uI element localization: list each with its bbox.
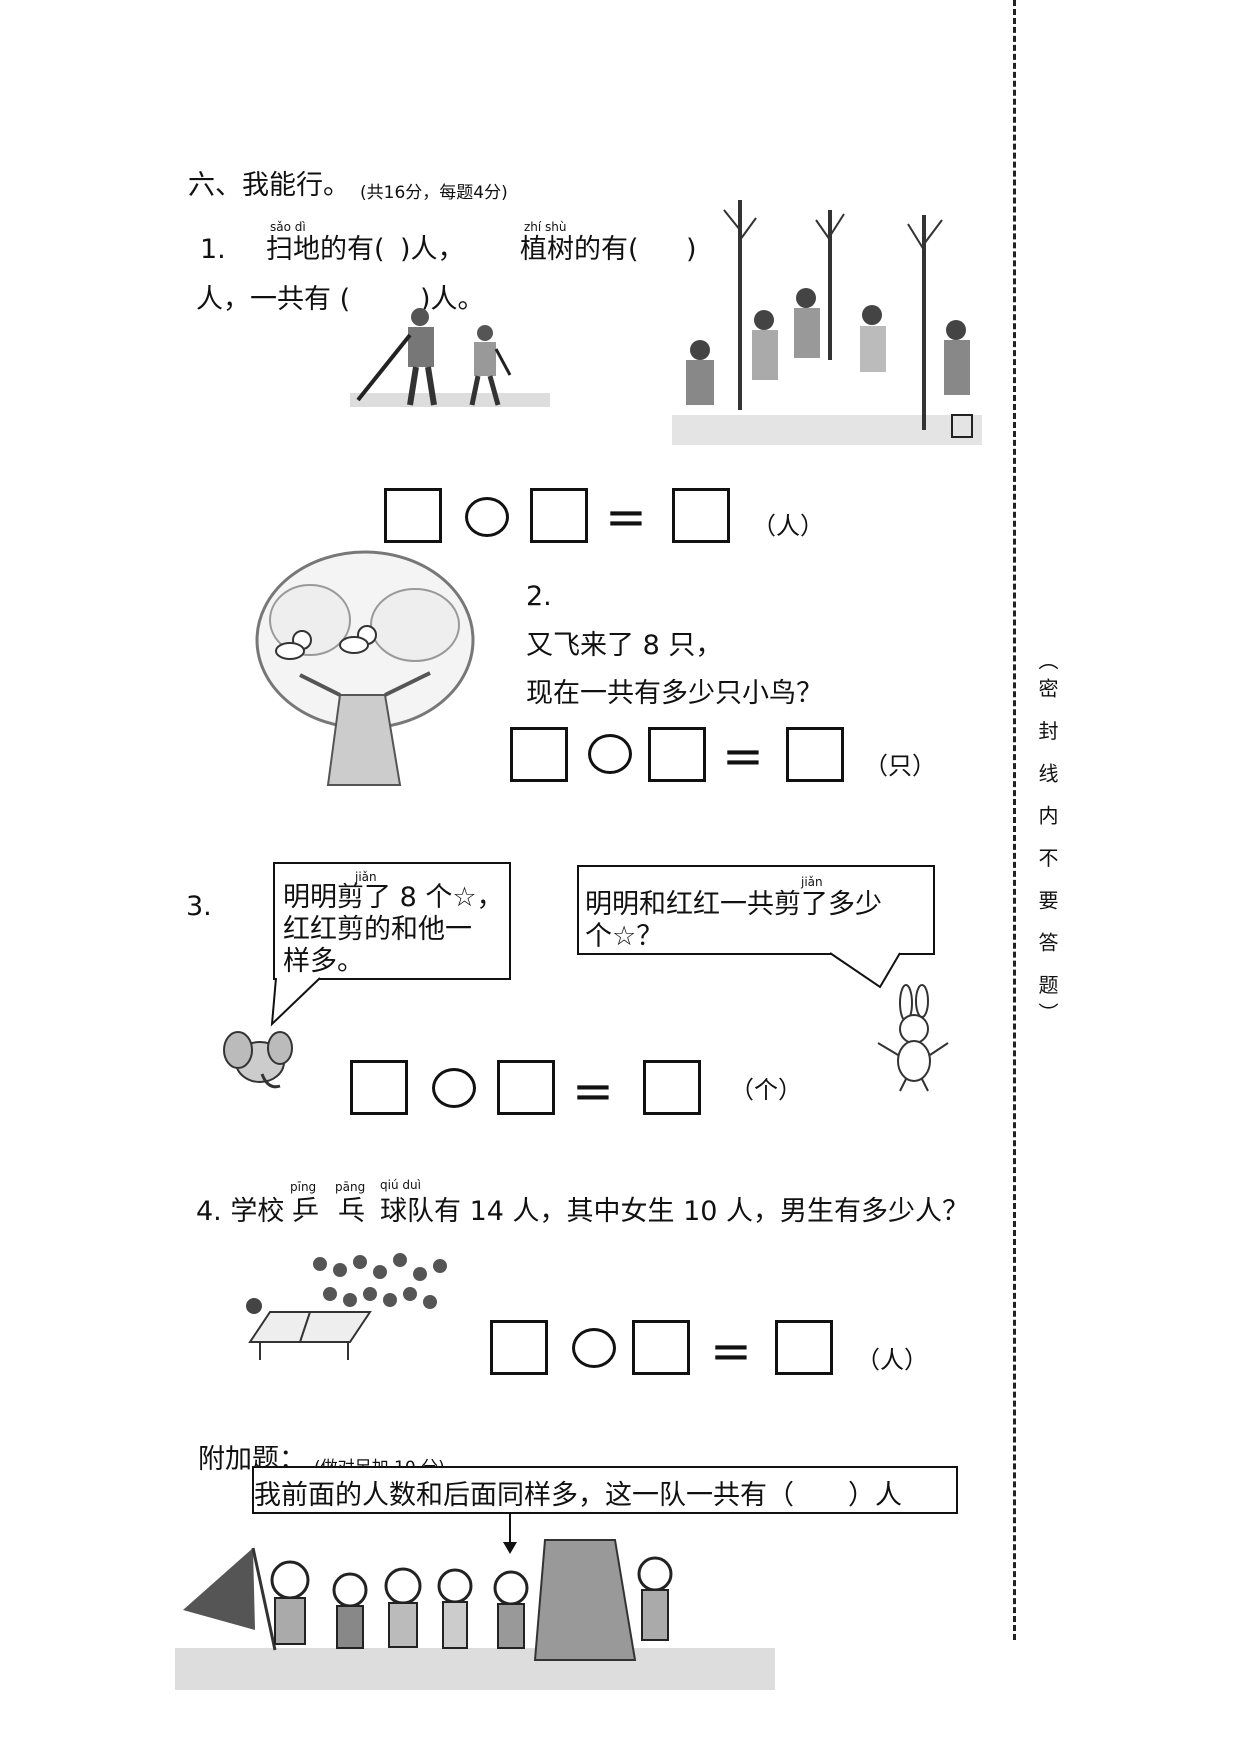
q1-answer-box-result[interactable] [672,488,730,543]
q1-text-d: ) [686,234,697,265]
q1-answer-box-2[interactable] [530,488,588,543]
q3-bubble-right-line1: 明明和红红一共剪了多少 [585,889,882,920]
q2-number: 2. [526,581,552,612]
q3-bubble-right-tail [829,952,901,989]
bonus-sentence: 我前面的人数和后面同样多，这一队一共有（ ）人 [254,1480,902,1511]
q3-bubble-left-line2: 红红剪的和他一 [283,914,472,945]
q3-bubble-right-line2: 个☆？ [585,921,664,952]
q2-line2: 现在一共有多少只小鸟？ [526,678,823,709]
q1-equals-sign: = [605,488,647,546]
q4-pinyin-pang: pāng [335,1180,366,1194]
q4-suffix: 球队有 14 人，其中女生 10 人，男生有多少人？ [380,1196,970,1227]
q2-equals-sign: = [722,727,764,785]
q2-answer-box-2[interactable] [648,727,706,782]
bonus-sentence-box: 我前面的人数和后面同样多，这一队一共有（ ）人 [252,1466,958,1514]
q2-unit: （只） [864,752,936,780]
tree-planting-illustration [672,200,982,445]
q4-answer-box-2[interactable] [632,1320,690,1375]
q4-pinyin-ping: pīng [290,1180,317,1194]
q2-answer-box-result[interactable] [786,727,844,782]
q1-text-b: )人， [400,234,465,265]
q1-line2: 人，一共有 ( [196,284,351,315]
q3-speech-bubble-left: jiǎn 明明剪了 8 个☆， 红红剪的和他一 样多。 [273,862,511,980]
section-score-note: (共16分，每题4分) [360,183,508,203]
q2-line1: 又飞来了 8 只， [526,630,723,661]
q1-pinyin-zhishu: zhí shù [524,220,567,234]
q1-pinyin-saodi: sǎo dì [270,220,306,234]
q3-answer-box-1[interactable] [350,1060,408,1115]
q4-unit: （人） [856,1346,928,1374]
q3-unit: （个） [730,1076,802,1104]
bonus-arrow [503,1514,517,1554]
q4-equals-sign: = [710,1322,752,1380]
section-title: 六、我能行。 [188,170,350,201]
q3-answer-box-2[interactable] [497,1060,555,1115]
q3-pinyin-jian-left: jiǎn [355,870,377,884]
q3-answer-box-result[interactable] [643,1060,701,1115]
q1-number: 1. [200,234,226,265]
q3-bubble-left-tail [270,977,321,1027]
q4-answer-box-result[interactable] [775,1320,833,1375]
q1-text-c: 植树的有( [520,234,639,265]
q3-operator-circle[interactable] [432,1068,476,1108]
q4-prefix: 4. 学校 [196,1196,285,1227]
q3-bubble-left-line1: 明明剪了 8 个☆， [283,882,504,913]
seal-dashed-line [1013,0,1016,1640]
q4-word-ping: 乒 [292,1196,319,1227]
sweeping-children-illustration [350,308,550,407]
elephant-illustration [223,1031,293,1089]
q1-unit: （人） [752,512,824,540]
q1-answer-box-1[interactable] [384,488,442,543]
q3-bubble-left-line3: 样多。 [283,946,364,977]
q2-operator-circle[interactable] [588,734,632,774]
q2-answer-box-1[interactable] [510,727,568,782]
q3-speech-bubble-right: jiǎn 明明和红红一共剪了多少 个☆？ [577,865,935,955]
q4-answer-box-1[interactable] [490,1320,548,1375]
rabbit-illustration [877,984,949,1092]
q4-pinyin-qiudui: qiú duì [380,1178,421,1192]
seal-line-notice: （密 封 线 内 不 要 答 题） [1035,650,1059,1031]
q1-text-a: 扫地的有( [266,234,385,265]
q4-operator-circle[interactable] [572,1328,616,1368]
q3-pinyin-jian-right: jiǎn [801,875,823,889]
q3-number: 3. [186,891,212,922]
q4-word-pang: 乓 [338,1196,365,1227]
q1-operator-circle[interactable] [465,497,509,537]
tree-with-birds-illustration [255,550,475,786]
ping-pong-team-illustration [246,1253,447,1360]
q3-equals-sign: = [572,1062,614,1120]
q1-line2-end: )人。 [420,284,485,315]
children-queue-illustration [175,1539,775,1690]
